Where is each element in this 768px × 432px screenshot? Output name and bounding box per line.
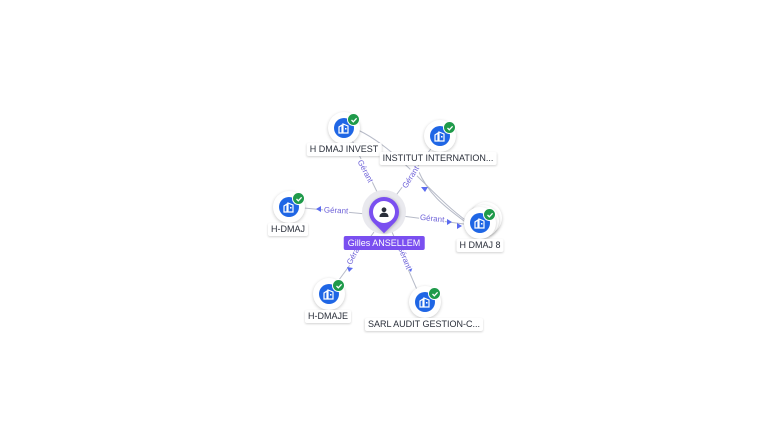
arrow-institut (421, 187, 428, 192)
person-icon (373, 201, 395, 223)
check-icon (292, 192, 305, 205)
company-label[interactable]: H DMAJ INVEST (306, 143, 382, 156)
check-icon (332, 279, 345, 292)
edge-label-hdmaj-invest: Gérant (356, 158, 376, 185)
building-icon (474, 218, 485, 229)
check-icon (347, 113, 360, 126)
building-icon (283, 202, 294, 213)
arrow-hdmaj (316, 206, 321, 212)
company-disc[interactable] (313, 278, 345, 310)
edge-label-hdmaj: Gérant (324, 205, 350, 215)
check-icon (443, 121, 456, 134)
arrow-hdmaje (347, 267, 353, 272)
company-label[interactable]: H-DMAJ (268, 223, 308, 236)
company-label[interactable]: INSTITUT INTERNATION... (379, 152, 497, 165)
person-label[interactable]: Gilles ANSELLEM (343, 236, 425, 250)
check-icon (428, 287, 441, 300)
arrow-hdmaj8-b (457, 223, 462, 229)
building-icon (323, 289, 334, 300)
arrow-hdmaj8 (447, 219, 452, 225)
edge-institut-to-hdmaj8 (417, 169, 469, 225)
company-label[interactable]: H-DMAJE (305, 310, 351, 323)
company-label[interactable]: H DMAJ 8 (456, 239, 504, 252)
building-icon (419, 297, 430, 308)
check-icon (483, 208, 496, 221)
company-label[interactable]: SARL AUDIT GESTION-C... (364, 318, 484, 331)
building-icon (434, 131, 445, 142)
building-icon (338, 123, 349, 134)
edge-label-hdmaj8: Gérant (420, 213, 446, 225)
